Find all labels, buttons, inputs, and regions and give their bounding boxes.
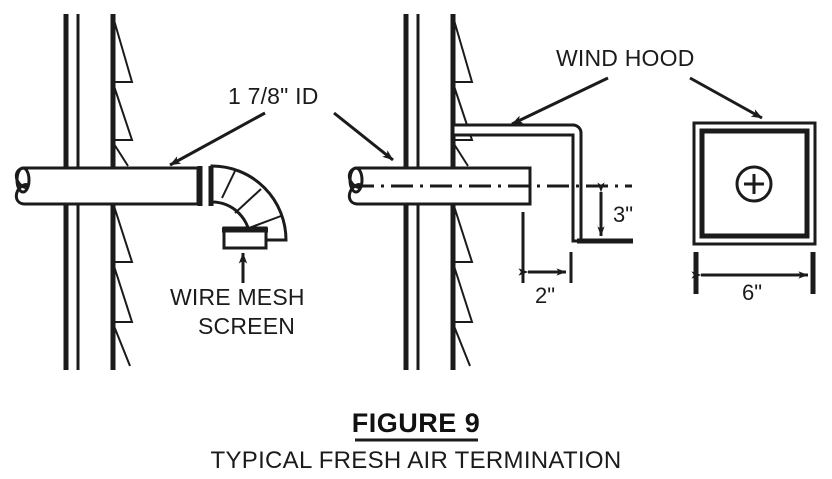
wall-hatch-1 <box>113 19 134 83</box>
leader-duct-id-left <box>169 111 266 167</box>
wall-mid-hatch-4 <box>453 205 474 263</box>
label-wire-mesh-screen-line2: SCREEN <box>198 313 295 339</box>
wall-mid-hatch-6 <box>453 325 471 367</box>
label-duct-id: 1 7/8" ID <box>228 83 319 109</box>
wall-hatch-6 <box>113 325 131 367</box>
elbow-miter-line-3 <box>248 215 282 229</box>
dim-label-hood-width: 6" <box>742 280 762 305</box>
leader-duct-id-right <box>333 111 394 162</box>
wall-hatch-2 <box>113 85 134 141</box>
wall-hatch-3 <box>113 143 129 167</box>
figure-subtitle: TYPICAL FRESH AIR TERMINATION <box>211 447 622 474</box>
dimension-hood-width <box>691 252 816 294</box>
wall-mid-hatch-1 <box>453 19 474 83</box>
view-right-wind-hood-front <box>689 76 817 294</box>
leader-wind-hood-front <box>689 76 763 120</box>
figure-title: FIGURE 9 <box>352 408 481 438</box>
duct-horizontal-left <box>14 166 214 206</box>
elbow-miter-line-1 <box>221 170 236 199</box>
duct-body-left <box>14 166 200 206</box>
wall-mid-hatch-2 <box>453 85 474 141</box>
elbow-miter-line-2 <box>234 188 262 214</box>
wall-hatch-4 <box>113 205 134 263</box>
duct-open-end-ellipse-middle <box>348 166 364 194</box>
dim-label-hood-standoff: 2" <box>535 283 555 308</box>
view-middle-wind-hood-side <box>333 14 633 370</box>
leader-wind-hood-side <box>511 76 609 126</box>
wall-mid-hatch-3 <box>453 143 469 167</box>
dim-label-hood-drop: 3" <box>613 202 633 227</box>
elbow-90-mitered <box>210 164 288 250</box>
wall-hatch-5 <box>113 265 134 323</box>
dimension-hood-standoff <box>518 212 573 283</box>
duct-open-end-ellipse <box>15 166 31 194</box>
wall-mid-hatch-5 <box>453 265 474 323</box>
label-wind-hood: WIND HOOD <box>556 45 695 71</box>
dimension-hood-drop <box>577 182 633 244</box>
wind-hood-profile <box>451 123 583 243</box>
label-wire-mesh-screen-line1: WIRE MESH <box>170 284 305 310</box>
wind-hood-body <box>451 123 583 243</box>
view-left-elbow-screen <box>14 14 288 370</box>
